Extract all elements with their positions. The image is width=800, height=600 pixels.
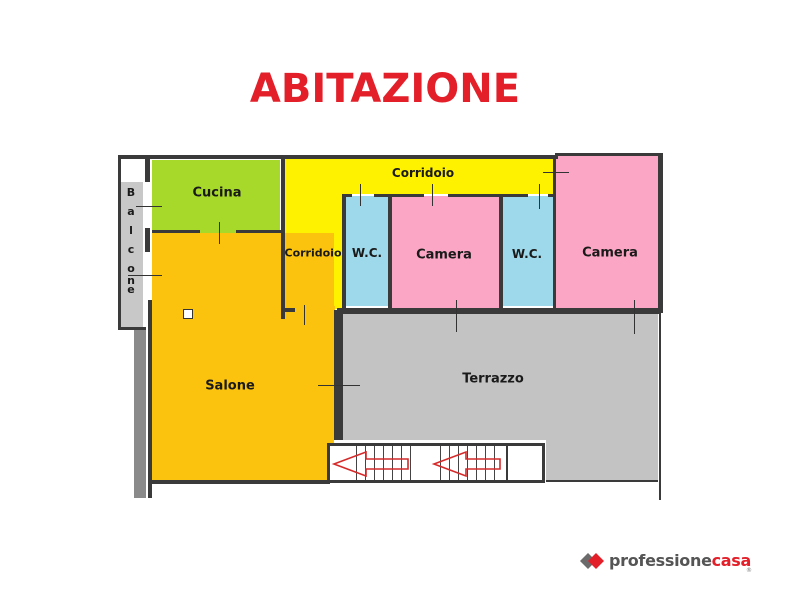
wall-left-inner-2 — [145, 228, 150, 252]
logo-text-casa: casa — [711, 551, 752, 570]
label-cucina: Cucina — [192, 185, 242, 201]
room-terrazzo — [343, 314, 658, 440]
arrow-left-icon — [432, 450, 501, 478]
wall-cucina-right — [281, 157, 285, 319]
label-wc-2: W.C. — [511, 247, 543, 261]
arrow-left-icon — [332, 450, 409, 478]
wall-rooms-bottom — [337, 308, 660, 314]
wall-right — [658, 153, 663, 313]
wall-left-outer — [134, 330, 146, 498]
logo-text-professione: professione — [609, 551, 712, 570]
room-wc-2 — [503, 196, 555, 306]
wall-top-wc1-b — [374, 194, 424, 197]
label-corridoio-top: Corridoio — [391, 166, 455, 180]
wall-cucina-bottom-a — [152, 230, 200, 233]
wall-balcone-outer — [118, 155, 121, 330]
page-title: ABITAZIONE — [249, 66, 521, 112]
logo-registered: ® — [746, 567, 753, 574]
room-wc-1 — [346, 196, 388, 306]
room-camera-1 — [392, 196, 500, 308]
label-camera-1: Camera — [416, 247, 472, 263]
wall-corr-wc1 — [342, 194, 346, 312]
wall-top-cam1 — [448, 194, 528, 197]
wall-top-wc2 — [548, 194, 556, 197]
wall-right-lower — [659, 313, 661, 500]
wall-left-inner-3 — [148, 300, 152, 498]
label-corridoio-left: Corridoio — [284, 246, 342, 260]
wall-salone-bottom — [150, 480, 330, 484]
balcone-letter: B — [126, 186, 136, 199]
wall-left-inner — [145, 158, 150, 182]
wall-top-left — [118, 155, 558, 159]
wall-wc2-cam2 — [553, 155, 556, 310]
brand-logo: professione casa ® — [580, 551, 752, 574]
stairs — [327, 443, 545, 483]
label-salone: Salone — [205, 378, 255, 394]
room-salone-ext — [285, 306, 335, 326]
balcone-letter: l — [129, 224, 133, 237]
pillar — [183, 309, 193, 319]
label-camera-2: Camera — [582, 245, 638, 261]
room-cucina — [152, 160, 280, 233]
wall-salone-terrazzo — [334, 310, 343, 440]
wall-wc1-cam1 — [388, 196, 392, 308]
wall-top-wc1-a — [342, 194, 352, 197]
room-salone — [152, 233, 334, 481]
room-balcone — [121, 182, 143, 327]
label-terrazzo: Terrazzo — [462, 371, 524, 387]
wall-terrazzo-bottom — [546, 480, 658, 482]
logo-diamond-icon — [580, 552, 604, 569]
balcone-letter: e — [127, 283, 135, 296]
room-terrazzo-lower — [546, 438, 658, 480]
wall-corridoio-bottom — [281, 308, 295, 312]
balcone-letter: o — [127, 262, 135, 275]
balcone-letter: a — [127, 205, 135, 218]
wall-cucina-bottom-b — [236, 230, 284, 233]
balcone-letter: n — [127, 274, 135, 287]
wall-top-right — [555, 153, 663, 156]
label-wc-1: W.C. — [351, 246, 383, 260]
balcone-letter: c — [127, 243, 135, 256]
room-camera-2 — [556, 155, 659, 310]
wall-cam1-wc2 — [499, 196, 503, 308]
wall-balcone-bottom — [118, 327, 146, 330]
